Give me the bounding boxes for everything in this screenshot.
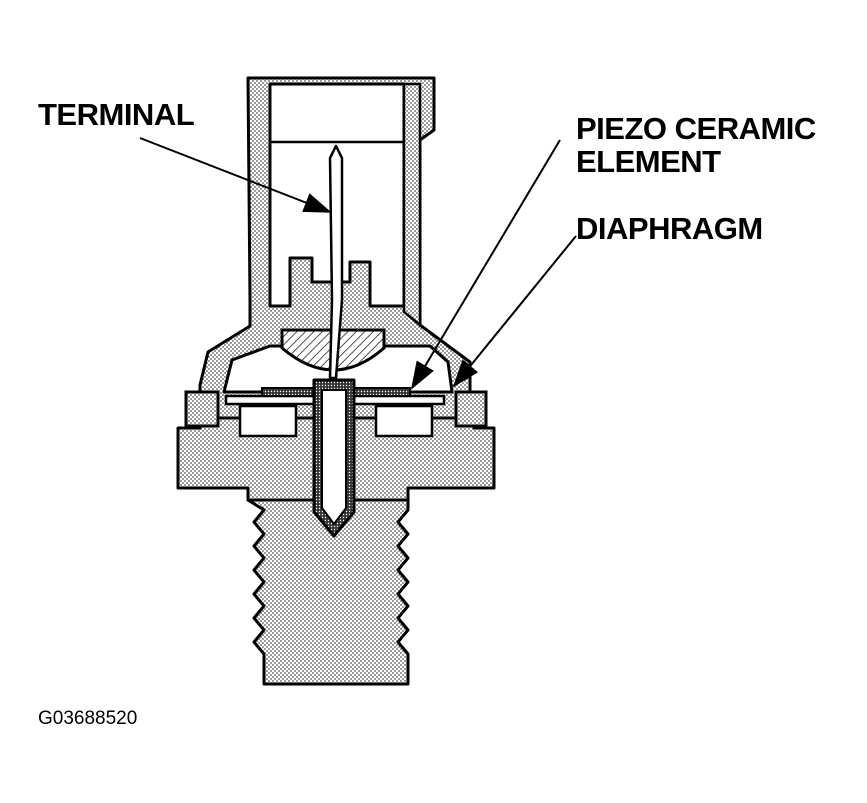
left-recess [238, 404, 298, 438]
right-recess [374, 404, 434, 438]
diaphragm-leader [452, 235, 577, 388]
terminal-leader [139, 137, 332, 213]
figure-code: G03688520 [38, 708, 138, 729]
right-clip [454, 390, 488, 428]
diaphragm-label: DIAPHRAGM [576, 211, 763, 246]
terminal-label: TERMINAL [38, 97, 195, 132]
threaded-stud [246, 498, 410, 686]
left-clip [184, 390, 220, 428]
piezo-label-line2: ELEMENT [576, 144, 721, 179]
terminal-pin [328, 144, 344, 380]
piezo-label-line1: PIEZO CERAMIC [576, 111, 816, 146]
piezo-label: PIEZO CERAMIC ELEMENT [576, 112, 816, 178]
piezo-leader [410, 139, 561, 390]
housing-rib [402, 82, 422, 328]
